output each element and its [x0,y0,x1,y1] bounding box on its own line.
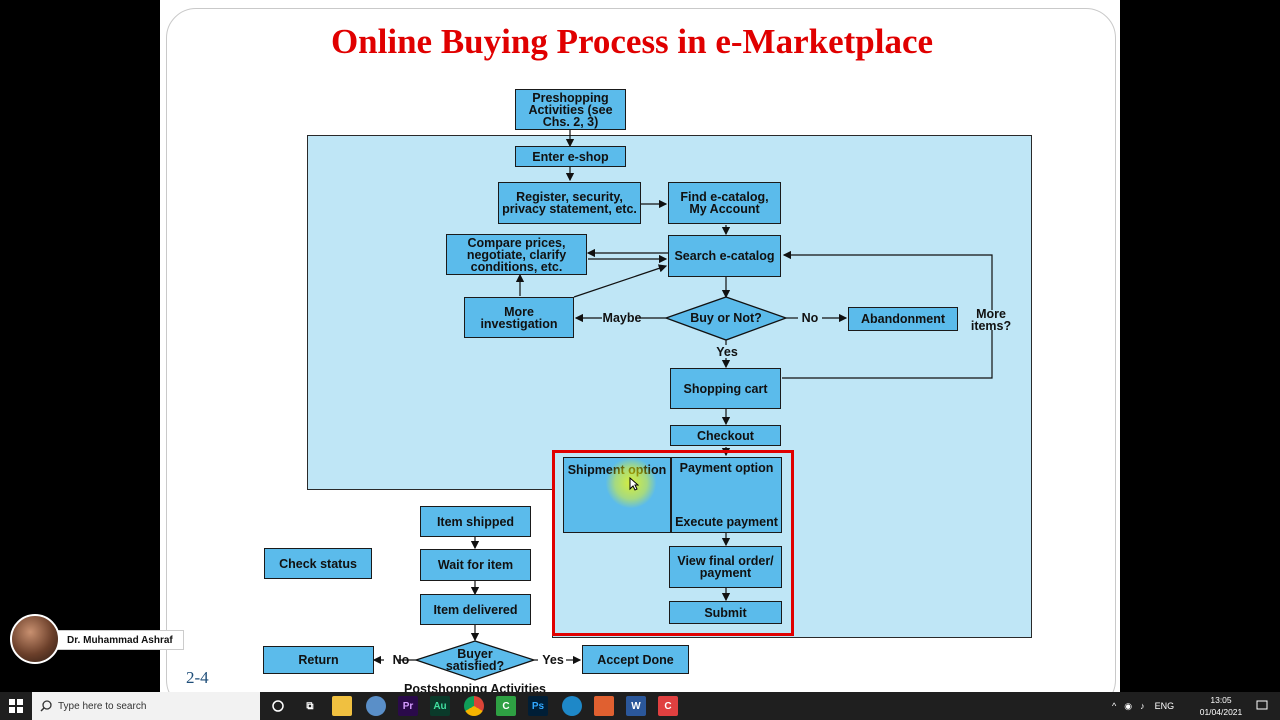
maybe-label: Maybe [602,311,642,325]
mouse-pointer-icon [629,477,639,491]
buy-or-not-label: Buy or Not? [690,311,762,325]
app-icon[interactable] [366,696,386,716]
start-button[interactable] [0,692,32,720]
item-delivered-box: Item delivered [420,594,531,625]
abandonment-box: Abandonment [848,307,958,331]
postshopping-label: Postshopping Activities [404,682,546,692]
checkout-box: Checkout [670,425,781,446]
compare-prices-box: Compare prices, negotiate, clarify condi… [446,234,587,275]
slide: Online Buying Process in e-Marketplace [160,0,1120,692]
page-number: 2-4 [186,668,209,687]
shopping-cart-box: Shopping cart [670,368,781,409]
no-label-2: No [392,653,410,667]
accept-done-box: Accept Done [582,645,689,674]
preshopping-box: Preshopping Activities (see Chs. 2, 3) [515,89,626,130]
payment-option-box: Payment option Execute payment [671,457,782,533]
execute-payment-label: Execute payment [675,515,778,529]
camtasia-recorder-icon[interactable]: C [658,696,678,716]
clock-time: 13:05 [1210,695,1232,705]
chevron-up-icon[interactable]: ^ [1112,701,1117,711]
volume-icon[interactable]: ♪ [1140,701,1145,711]
presenter-name: Dr. Muhammad Ashraf [56,630,184,650]
item-shipped-box: Item shipped [420,506,531,537]
enter-eshop-box: Enter e-shop [515,146,626,167]
chrome-icon[interactable] [464,696,484,716]
more-investigation-box: More investigation [464,297,574,338]
premiere-icon[interactable]: Pr [398,696,418,716]
network-icon[interactable]: ◉ [1124,700,1133,711]
more-items-label: More items? [970,307,1012,333]
buyer-satisfied-label: Buyer satisfied? [445,647,505,673]
cortana-icon[interactable] [268,696,288,716]
wait-for-item-box: Wait for item [420,549,531,581]
photoshop-icon[interactable]: Ps [528,696,548,716]
payment-option-label: Payment option [679,461,774,475]
taskbar: Type here to search ⧉ Pr Au C Ps W C ^ ◉… [0,692,1280,720]
search-ecatalog-box: Search e-catalog [668,235,781,277]
audition-icon[interactable]: Au [430,696,450,716]
clock[interactable]: 13:05 01/04/2021 [1196,694,1246,718]
camtasia-icon[interactable]: C [496,696,516,716]
slide-title: Online Buying Process in e-Marketplace [330,22,934,61]
submit-box: Submit [669,601,782,624]
app-icon-2[interactable] [594,696,614,716]
check-status-box: Check status [264,548,372,579]
file-explorer-icon[interactable] [332,696,352,716]
yes-label-2: Yes [542,653,564,667]
windows-icon [9,699,23,713]
word-icon[interactable]: W [626,696,646,716]
return-box: Return [263,646,374,674]
view-final-order-box: View final order/ payment [669,546,782,588]
highlight-rectangle [552,450,794,636]
flow-arrows [372,130,993,681]
clock-date: 01/04/2021 [1199,707,1243,717]
slide-frame [166,8,1116,692]
no-label: No [801,311,819,325]
taskbar-search[interactable]: Type here to search [32,692,260,720]
notification-icon[interactable] [1252,696,1272,716]
search-icon [40,700,52,712]
language-indicator[interactable]: ENG [1154,701,1175,711]
yes-label: Yes [716,345,738,359]
presenter-avatar [10,614,60,664]
find-ecatalog-box: Find e-catalog, My Account [668,182,781,224]
task-view-icon[interactable]: ⧉ [306,700,314,712]
edge-icon[interactable] [562,696,582,716]
register-box: Register, security, privacy statement, e… [498,182,641,224]
search-placeholder: Type here to search [58,700,147,712]
system-tray: ^ ◉ ♪ ENG [1112,692,1174,720]
